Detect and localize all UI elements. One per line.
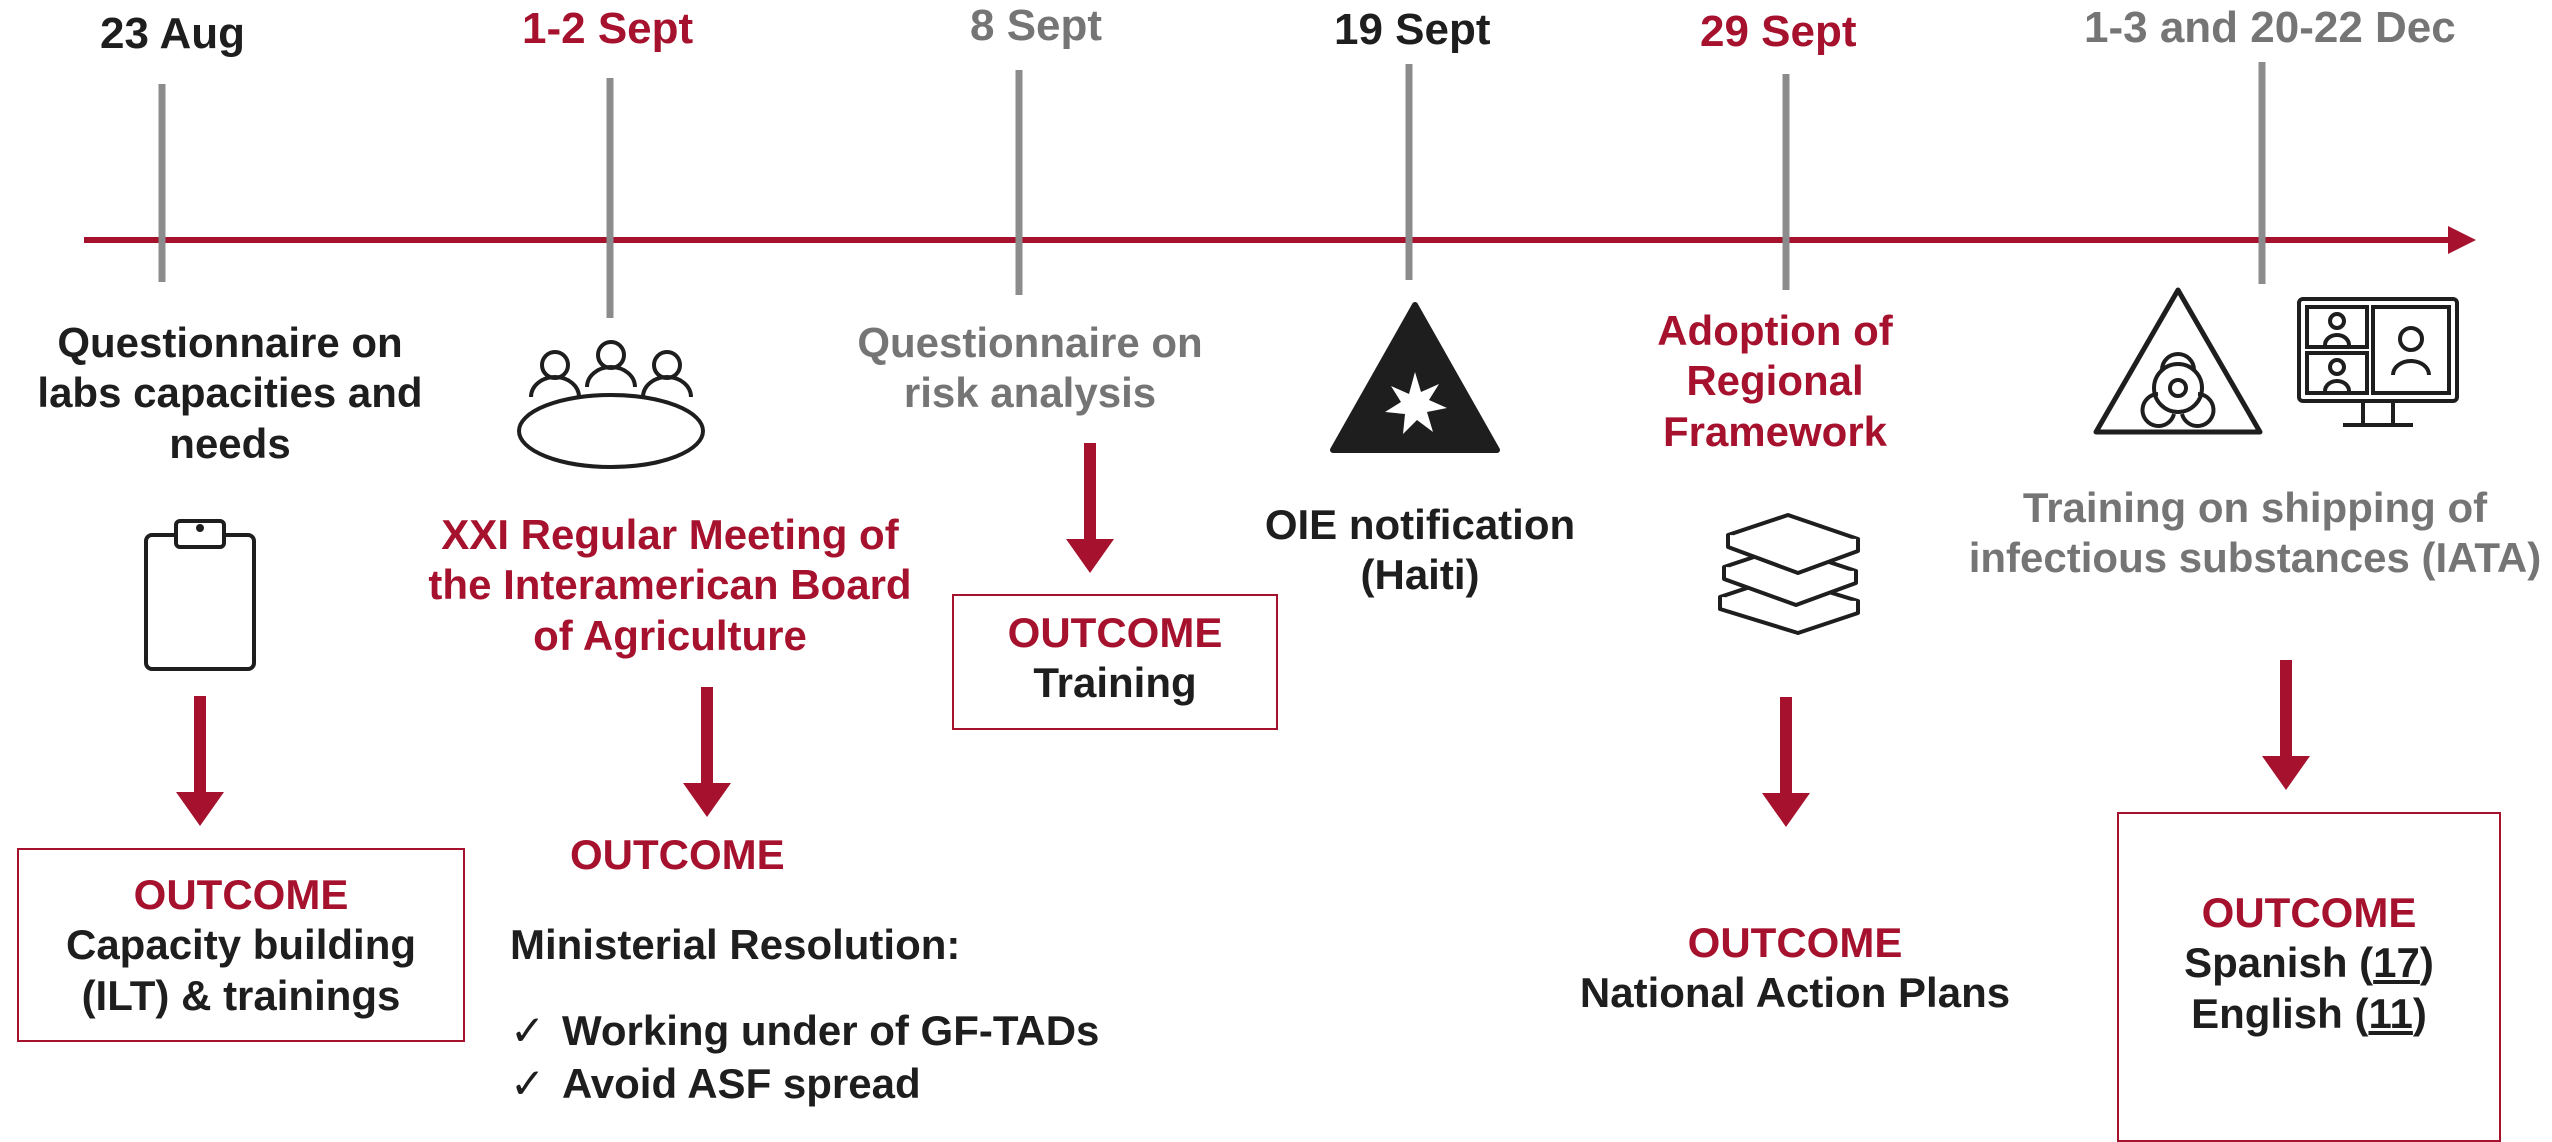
- check-mark: ✓: [510, 1006, 546, 1055]
- down-arrow: [176, 696, 224, 826]
- meeting-table-icon: [517, 340, 705, 469]
- books-icon: [1718, 513, 1860, 635]
- outcome-label: OUTCOME: [1007, 609, 1223, 656]
- event-description: XXI Regular Meeting of the Interamerican…: [428, 511, 912, 659]
- biohazard-icon: [2093, 287, 2263, 435]
- event-description: Questionnaire on labs capacities and nee…: [37, 319, 423, 467]
- down-arrow: [683, 687, 731, 817]
- event-description: Adoption of Regional Framework: [1657, 307, 1893, 455]
- date-label: 19 Sept: [1334, 5, 1491, 54]
- outcome-label: OUTCOME: [133, 871, 349, 918]
- video-conference-icon: [2297, 297, 2459, 427]
- outcome-line: English (11): [2191, 989, 2427, 1037]
- outcome-box: OUTCOME Training: [952, 594, 1278, 730]
- down-arrow: [1066, 443, 1114, 573]
- date-label: 29 Sept: [1700, 7, 1857, 56]
- outcome-line: National Action Plans: [1579, 969, 2011, 1017]
- participant-count: 17: [2373, 939, 2420, 987]
- resolution-item: ✓Working under of GF-TADs: [510, 1005, 1099, 1058]
- resolution-item: ✓Avoid ASF spread: [510, 1058, 1099, 1111]
- outcome-block: OUTCOME National Action Plans: [1545, 918, 2045, 1019]
- outcome-box: OUTCOME Spanish (17) English (11): [2117, 812, 2501, 1142]
- down-arrow: [1762, 697, 1810, 827]
- outcome-line: Capacity building: [65, 921, 417, 969]
- outcome-label: OUTCOME: [1687, 919, 1903, 966]
- outcome-line: Training: [1033, 659, 1197, 707]
- participant-count: 11: [2368, 989, 2413, 1037]
- outcome-line: Spanish (17): [2184, 939, 2434, 987]
- date-label: 1-3 and 20-22 Dec: [2084, 3, 2456, 52]
- date-label: 8 Sept: [970, 1, 1103, 50]
- check-mark: ✓: [510, 1058, 546, 1108]
- event-description: OIE notification (Haiti): [1264, 501, 1576, 599]
- outcome-label: OUTCOME: [570, 831, 785, 878]
- clipboard-icon: [144, 519, 256, 671]
- warning-triangle-icon: [1330, 302, 1500, 453]
- event-description: Questionnaire on risk analysis: [857, 319, 1203, 417]
- date-label: 1-2 Sept: [522, 4, 694, 53]
- outcome-label: OUTCOME: [2201, 889, 2417, 936]
- resolution-items: ✓Working under of GF-TADs ✓Avoid ASF spr…: [510, 1005, 1099, 1110]
- timeline-arrowhead: [2448, 226, 2476, 254]
- outcome-line: (ILT) & trainings: [81, 971, 401, 1019]
- outcome-box: OUTCOME Capacity building (ILT) & traini…: [17, 848, 465, 1042]
- event-description: Training on shipping of infectious subst…: [1968, 484, 2542, 582]
- down-arrow: [2262, 660, 2310, 790]
- resolution-heading: Ministerial Resolution:: [510, 921, 961, 968]
- date-label: 23 Aug: [100, 9, 246, 58]
